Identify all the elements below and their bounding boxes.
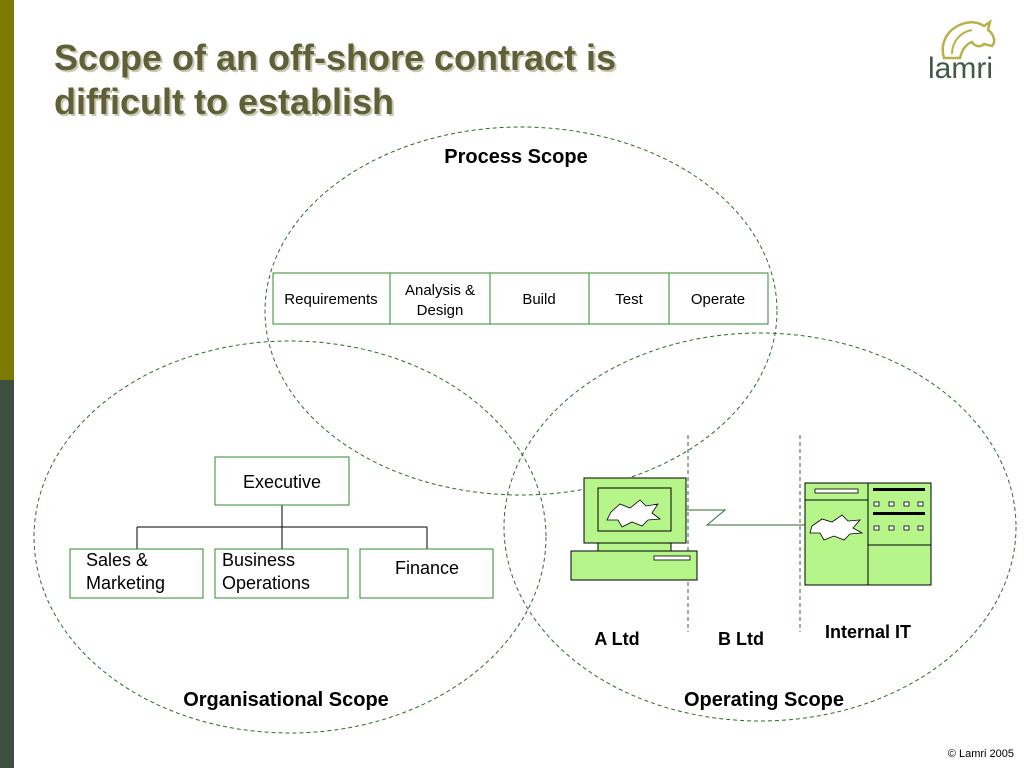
stage-box-build bbox=[489, 272, 590, 325]
stage-requirements: Requirements bbox=[284, 291, 377, 308]
server-cabinet-icon bbox=[804, 482, 932, 586]
desktop-computer-icon bbox=[570, 477, 698, 581]
stage-box-operate bbox=[668, 272, 769, 325]
organisational-scope-label: Organisational Scope bbox=[183, 689, 389, 711]
stage-box-test bbox=[588, 272, 670, 325]
sales-marketing-box bbox=[69, 548, 204, 599]
operating-scope-label: Operating Scope bbox=[684, 689, 844, 711]
stage-operate: Operate bbox=[691, 291, 745, 308]
sales-label-line-2: Marketing bbox=[86, 573, 165, 593]
finance-box bbox=[359, 548, 494, 599]
horse-head-logo-icon bbox=[941, 19, 996, 60]
b-ltd-label: B Ltd bbox=[718, 629, 764, 649]
process-scope-label: Process Scope bbox=[444, 146, 587, 168]
a-ltd-label: A Ltd bbox=[594, 629, 639, 649]
business-label-line-1: Business bbox=[222, 550, 295, 570]
network-link-line bbox=[686, 509, 805, 526]
sidebar-accent-top bbox=[0, 0, 14, 380]
stage-build: Build bbox=[522, 291, 555, 308]
logo-wordmark: lamri bbox=[928, 52, 993, 85]
stage-test: Test bbox=[615, 291, 643, 308]
title-line-2: difficult to establish bbox=[54, 81, 395, 122]
operating-scope-ellipse bbox=[503, 332, 1017, 722]
process-scope-ellipse bbox=[264, 126, 778, 496]
org-chart: Executive Sales & Marketing Business Ope… bbox=[69, 456, 494, 599]
internal-it-label: Internal IT bbox=[825, 622, 911, 642]
business-operations-box bbox=[214, 548, 349, 599]
organisational-scope-ellipse bbox=[33, 340, 547, 734]
process-stage-bar: Requirements Analysis & Design Build Tes… bbox=[272, 272, 769, 325]
executive-label: Executive bbox=[243, 472, 321, 492]
slide-title: Scope of an off-shore contract is diffic… bbox=[54, 36, 834, 124]
business-label-line-2: Operations bbox=[222, 573, 310, 593]
sales-label-line-1: Sales & bbox=[86, 550, 148, 570]
executive-box bbox=[214, 456, 350, 506]
stage-analysis-line-1: Analysis & bbox=[405, 282, 475, 299]
copyright-notice: © Lamri 2005 bbox=[947, 748, 1014, 760]
finance-label: Finance bbox=[395, 558, 459, 578]
title-line-1: Scope of an off-shore contract is bbox=[54, 37, 617, 78]
stage-analysis-line-2: Design bbox=[417, 302, 464, 319]
stage-box-requirements bbox=[272, 272, 391, 325]
sidebar-accent-bottom bbox=[0, 380, 14, 768]
